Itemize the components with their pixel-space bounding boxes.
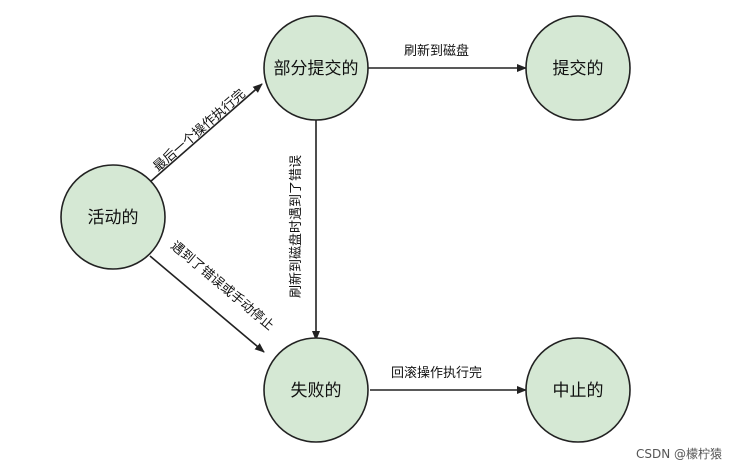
node-label-committed: 提交的	[553, 59, 604, 79]
edge-partial-to-committed: 刷新到磁盘	[368, 43, 527, 72]
node-active: 活动的	[60, 164, 166, 270]
node-label-aborted: 中止的	[553, 381, 604, 401]
node-label-active: 活动的	[88, 208, 139, 228]
edge-label-failed-to-aborted: 回滚操作执行完	[391, 365, 482, 381]
node-aborted: 中止的	[525, 337, 631, 443]
edge-failed-to-aborted: 回滚操作执行完	[370, 365, 527, 394]
edge-active-to-partial: 最后一个操作执行完	[149, 83, 263, 183]
edge-label-active-to-failed: 遇到了错误或手动停止	[167, 238, 277, 334]
watermark: CSDN @檬柠猿	[636, 446, 722, 461]
edge-label-partial-to-failed: 刷新到磁盘时遇到了错误	[288, 155, 304, 298]
node-label-failed: 失败的	[291, 381, 342, 401]
node-committed: 提交的	[525, 15, 631, 121]
node-partially-committed: 部分提交的	[263, 15, 369, 121]
edge-label-partial-to-committed: 刷新到磁盘	[404, 43, 469, 59]
edge-label-active-to-partial: 最后一个操作执行完	[150, 86, 249, 175]
node-label-partially-committed: 部分提交的	[274, 59, 359, 79]
edge-active-to-failed: 遇到了错误或手动停止	[149, 238, 277, 353]
edge-partial-to-failed: 刷新到磁盘时遇到了错误	[288, 118, 320, 341]
node-failed: 失败的	[263, 337, 369, 443]
